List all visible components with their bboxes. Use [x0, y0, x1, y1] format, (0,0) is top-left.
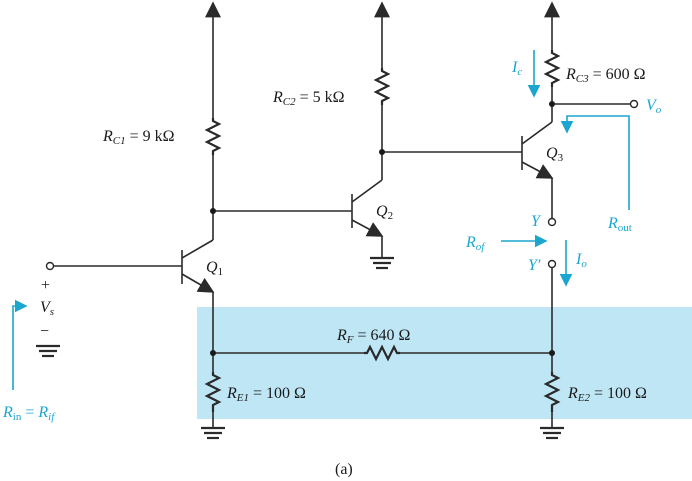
rc3-label: RC3 = 600 Ω — [565, 66, 646, 85]
input-terminal — [45, 261, 55, 271]
rc3-resistor — [543, 50, 561, 87]
rc2-label: RC2 = 5 kΩ — [272, 89, 345, 108]
ground-symbols — [36, 256, 564, 440]
yprime-label: Y′ — [528, 257, 541, 274]
q3-label: Q3 — [546, 145, 564, 164]
re2-resistor — [543, 372, 561, 412]
rf-resistor — [364, 344, 400, 362]
yprime-terminal — [547, 259, 557, 269]
q3-transistor — [521, 121, 554, 179]
wires — [50, 87, 630, 372]
q1-label: Q1 — [206, 259, 223, 278]
rout-label: Rout — [607, 215, 632, 234]
rc1-resistor — [204, 118, 222, 155]
vo-label: Vo — [646, 97, 662, 116]
y-label: Y — [531, 213, 542, 230]
rc2-resistor — [373, 68, 391, 105]
output-terminal — [629, 99, 639, 109]
re1-label: RE1 = 100 Ω — [226, 385, 306, 404]
supply-arrows — [205, 1, 560, 118]
figure-caption: (a) — [335, 461, 353, 478]
vs-label: Vs — [40, 299, 54, 318]
q2-transistor — [351, 179, 384, 237]
q2-label: Q2 — [376, 203, 393, 222]
junction-dots — [210, 101, 555, 356]
rc1-label: RC1 = 9 kΩ — [102, 128, 175, 147]
annotation-arrows — [12, 50, 630, 390]
rin-label: Rin = Rif — [2, 404, 56, 423]
re1-resistor — [204, 372, 222, 412]
io-label: Io — [575, 251, 587, 270]
feedback-network-highlight — [197, 307, 692, 419]
y-terminal — [547, 217, 557, 227]
rof-label: Rof — [465, 234, 486, 253]
minus-sign: − — [40, 323, 49, 340]
ic-label: Ic — [511, 59, 522, 78]
rf-label: RF = 640 Ω — [336, 327, 411, 346]
re2-label: RE2 = 100 Ω — [567, 385, 647, 404]
q1-transistor — [181, 239, 215, 293]
plus-sign: + — [41, 277, 50, 294]
